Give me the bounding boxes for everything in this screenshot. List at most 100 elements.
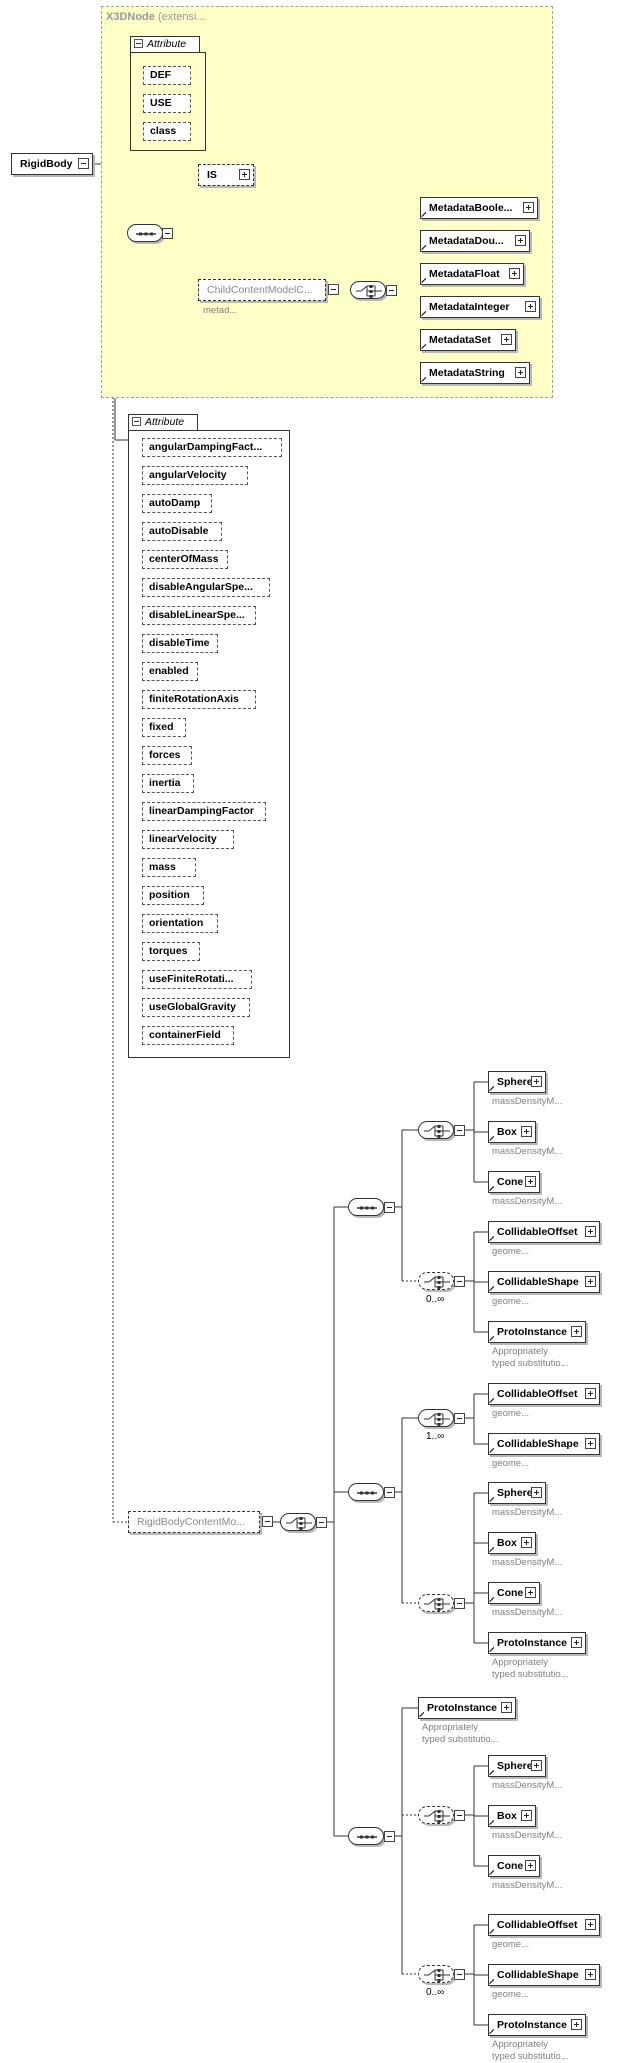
sequence-compositor[interactable] xyxy=(348,1198,384,1216)
expand-icon[interactable] xyxy=(531,1487,542,1498)
box-element[interactable]: Box xyxy=(488,1532,536,1554)
sequence-compositor[interactable] xyxy=(348,1827,384,1845)
attribute-enabled[interactable]: enabled xyxy=(142,662,198,681)
attribute-linearvelocity[interactable]: linearVelocity xyxy=(142,830,234,849)
expand-icon[interactable] xyxy=(521,1537,532,1548)
sphere-element[interactable]: Sphere xyxy=(488,1071,546,1093)
box-element[interactable]: Box xyxy=(488,1805,536,1827)
choice-compositor[interactable] xyxy=(280,1513,316,1531)
expand-icon[interactable] xyxy=(571,1326,582,1337)
protoinstance-element[interactable]: ProtoInstance xyxy=(488,1632,586,1654)
expand-icon[interactable] xyxy=(585,1388,596,1399)
choice-compositor[interactable] xyxy=(418,1409,454,1427)
expand-icon[interactable] xyxy=(515,235,526,246)
attribute-disabletime[interactable]: disableTime xyxy=(142,634,218,653)
expand-icon[interactable] xyxy=(521,1126,532,1137)
collapse-icon[interactable] xyxy=(454,1276,465,1287)
protoinstance-element[interactable]: ProtoInstance xyxy=(488,1321,586,1343)
sphere-element[interactable]: Sphere xyxy=(488,1755,546,1777)
metadata-integer-element[interactable]: MetadataInteger xyxy=(420,296,540,318)
choice-compositor[interactable] xyxy=(418,1806,454,1824)
metadata-boolean-element[interactable]: MetadataBoole... xyxy=(420,197,538,219)
collapse-icon[interactable] xyxy=(328,284,339,295)
collapse-icon[interactable] xyxy=(316,1517,327,1528)
attribute-orientation[interactable]: orientation xyxy=(142,914,218,933)
collidableshape-element[interactable]: CollidableShape xyxy=(488,1964,600,1986)
expand-icon[interactable] xyxy=(531,1760,542,1771)
rigidbody-element[interactable]: RigidBody xyxy=(11,153,93,175)
choice-compositor[interactable] xyxy=(350,281,386,299)
attribute-tab[interactable]: Attribute xyxy=(128,414,198,430)
expand-icon[interactable] xyxy=(525,1587,536,1598)
expand-icon[interactable] xyxy=(525,1860,536,1871)
expand-icon[interactable] xyxy=(585,1226,596,1237)
expand-icon[interactable] xyxy=(525,301,536,312)
child-content-model-group[interactable]: ChildContentModelC... xyxy=(198,279,339,301)
attribute-centerofmass[interactable]: centerOfMass xyxy=(142,550,228,569)
expand-icon[interactable] xyxy=(515,367,526,378)
collapse-icon[interactable] xyxy=(384,1202,395,1213)
expand-icon[interactable] xyxy=(585,1919,596,1930)
expand-icon[interactable] xyxy=(585,1276,596,1287)
choice-compositor[interactable] xyxy=(418,1594,454,1612)
expand-icon[interactable] xyxy=(585,1438,596,1449)
collidableoffset-element[interactable]: CollidableOffset xyxy=(488,1914,600,1936)
collidableoffset-element[interactable]: CollidableOffset xyxy=(488,1221,600,1243)
attribute-finiterotationaxis[interactable]: finiteRotationAxis xyxy=(142,690,256,709)
cone-element[interactable]: Cone xyxy=(488,1582,540,1604)
cone-element[interactable]: Cone xyxy=(488,1855,540,1877)
expand-icon[interactable] xyxy=(523,202,534,213)
attribute-torques[interactable]: torques xyxy=(142,942,200,961)
metadata-double-element[interactable]: MetadataDou... xyxy=(420,230,530,252)
attribute-use[interactable]: USE xyxy=(143,94,191,113)
attribute-position[interactable]: position xyxy=(142,886,204,905)
attribute-mass[interactable]: mass xyxy=(142,858,196,877)
metadata-set-element[interactable]: MetadataSet xyxy=(420,329,516,351)
sphere-element[interactable]: Sphere xyxy=(488,1482,546,1504)
collapse-icon[interactable] xyxy=(132,417,141,426)
expand-icon[interactable] xyxy=(501,1702,512,1713)
choice-compositor[interactable] xyxy=(418,1121,454,1139)
expand-icon[interactable] xyxy=(525,1176,536,1187)
collidableoffset-element[interactable]: CollidableOffset xyxy=(488,1383,600,1405)
attribute-forces[interactable]: forces xyxy=(142,746,192,765)
attribute-disablelinearspe[interactable]: disableLinearSpe... xyxy=(142,606,256,625)
metadata-string-element[interactable]: MetadataString xyxy=(420,362,530,384)
collapse-icon[interactable] xyxy=(78,158,89,169)
attribute-fixed[interactable]: fixed xyxy=(142,718,186,737)
expand-icon[interactable] xyxy=(571,1637,582,1648)
collapse-icon[interactable] xyxy=(454,1125,465,1136)
rigidbody-content-model-group[interactable]: RigidBodyContentMo... xyxy=(128,1511,273,1533)
base-attribute-tab[interactable]: Attribute xyxy=(130,36,200,52)
attribute-autodamp[interactable]: autoDamp xyxy=(142,494,212,513)
expand-icon[interactable] xyxy=(239,169,250,180)
protoinstance-element[interactable]: ProtoInstance xyxy=(418,1697,516,1719)
collapse-icon[interactable] xyxy=(262,1516,273,1527)
expand-icon[interactable] xyxy=(571,2019,582,2030)
cone-element[interactable]: Cone xyxy=(488,1171,540,1193)
attribute-inertia[interactable]: inertia xyxy=(142,774,194,793)
expand-icon[interactable] xyxy=(585,1969,596,1980)
attribute-usefiniterotati[interactable]: useFiniteRotati... xyxy=(142,970,252,989)
choice-compositor[interactable] xyxy=(418,1272,454,1290)
expand-icon[interactable] xyxy=(521,1810,532,1821)
expand-icon[interactable] xyxy=(531,1076,542,1087)
protoinstance-element[interactable]: ProtoInstance xyxy=(488,2014,586,2036)
attribute-lineardampingfactor[interactable]: linearDampingFactor xyxy=(142,802,266,821)
is-element[interactable]: IS xyxy=(198,164,254,186)
sequence-compositor[interactable] xyxy=(127,224,163,242)
collapse-icon[interactable] xyxy=(454,1969,465,1980)
collapse-icon[interactable] xyxy=(386,285,397,296)
collapse-icon[interactable] xyxy=(134,39,143,48)
collapse-icon[interactable] xyxy=(454,1413,465,1424)
collidableshape-element[interactable]: CollidableShape xyxy=(488,1271,600,1293)
collapse-icon[interactable] xyxy=(454,1810,465,1821)
choice-compositor[interactable] xyxy=(418,1965,454,1983)
collapse-icon[interactable] xyxy=(454,1598,465,1609)
attribute-def[interactable]: DEF xyxy=(143,66,191,85)
sequence-compositor[interactable] xyxy=(348,1483,384,1501)
expand-icon[interactable] xyxy=(509,268,520,279)
metadata-float-element[interactable]: MetadataFloat xyxy=(420,263,524,285)
attribute-useglobalgravity[interactable]: useGlobalGravity xyxy=(142,998,250,1017)
attribute-disableangularspe[interactable]: disableAngularSpe... xyxy=(142,578,270,597)
